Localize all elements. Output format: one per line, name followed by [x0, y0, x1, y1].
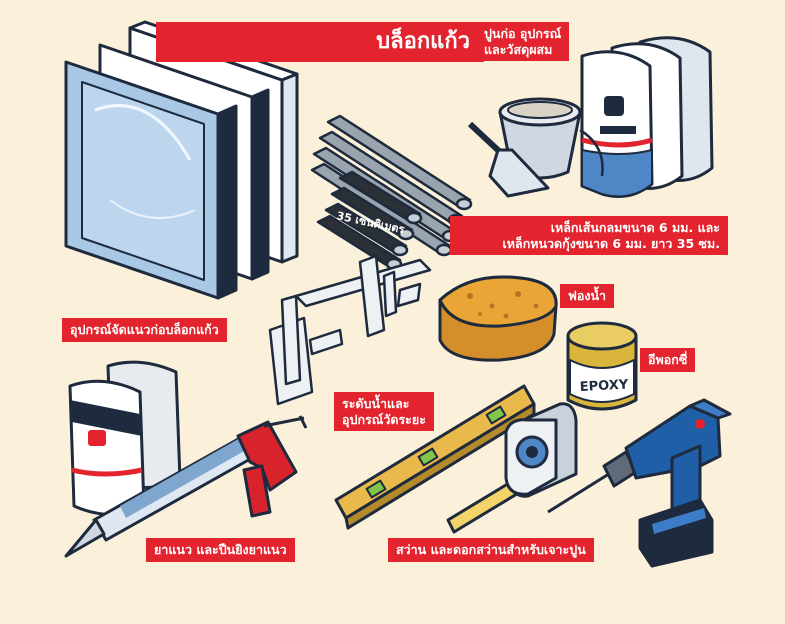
- sealant-tubes-illustration: [68, 360, 182, 517]
- glass-block-illustration: [64, 20, 299, 300]
- label-sealant-text: ยาแนว และปืนยิงยาแนว: [154, 542, 287, 557]
- label-glass-block-text: บล็อกแก้ว: [376, 29, 470, 54]
- label-sponge-text: ฟองน้ำ: [568, 288, 607, 303]
- label-steel-line1: เหล็กเส้นกลมขนาด 6 มม. และ: [550, 220, 720, 235]
- label-glass-block: บล็อกแก้ว: [156, 22, 484, 62]
- label-mortar-line1: ปูนก่อ อุปกรณ์: [484, 26, 562, 41]
- label-sponge: ฟองน้ำ: [560, 284, 615, 308]
- epoxy-can-text: EPOXY: [579, 377, 629, 395]
- label-level-line2: อุปกรณ์วัดระยะ: [342, 411, 426, 427]
- sponge-illustration: [438, 275, 558, 362]
- label-mortar-line2: และวัสดุผสม: [484, 41, 553, 57]
- caulking-gun-illustration: [64, 415, 308, 558]
- drill-illustration: [547, 398, 732, 568]
- label-steel-line2: เหล็กหนวดกุ้งขนาด 6 มม. ยาว 35 ซม.: [502, 235, 720, 251]
- label-steel-bars: เหล็กเส้นกลมขนาด 6 มม. และ เหล็กหนวดกุ้ง…: [450, 216, 728, 256]
- tape-measure-illustration: [446, 402, 578, 534]
- label-drill-text: สว่าน และดอกสว่านสำหรับเจาะปูน: [396, 542, 586, 557]
- label-spacer-tool: อุปกรณ์จัดแนวก่อบล็อกแก้ว: [62, 318, 227, 342]
- label-mortar: ปูนก่อ อุปกรณ์ และวัสดุผสม: [476, 22, 570, 62]
- steel-bars-illustration: 35 เซนติเมตร: [310, 114, 473, 271]
- label-spacer-tool-text: อุปกรณ์จัดแนวก่อบล็อกแก้ว: [70, 322, 219, 337]
- epoxy-can-illustration: EPOXY: [566, 321, 638, 411]
- label-epoxy-text: อีพอกซี่: [648, 352, 688, 367]
- mortar-bucket-illustration: [467, 97, 604, 198]
- label-level-line1: ระดับน้ำและ: [342, 396, 410, 411]
- label-sealant: ยาแนว และปืนยิงยาแนว: [146, 538, 295, 562]
- mortar-bags-illustration: [580, 36, 714, 198]
- label-epoxy: อีพอกซี่: [640, 348, 696, 372]
- label-drill: สว่าน และดอกสว่านสำหรับเจาะปูน: [388, 538, 594, 562]
- spacer-tool-illustration: [268, 254, 432, 406]
- label-level: ระดับน้ำและ อุปกรณ์วัดระยะ: [334, 392, 434, 432]
